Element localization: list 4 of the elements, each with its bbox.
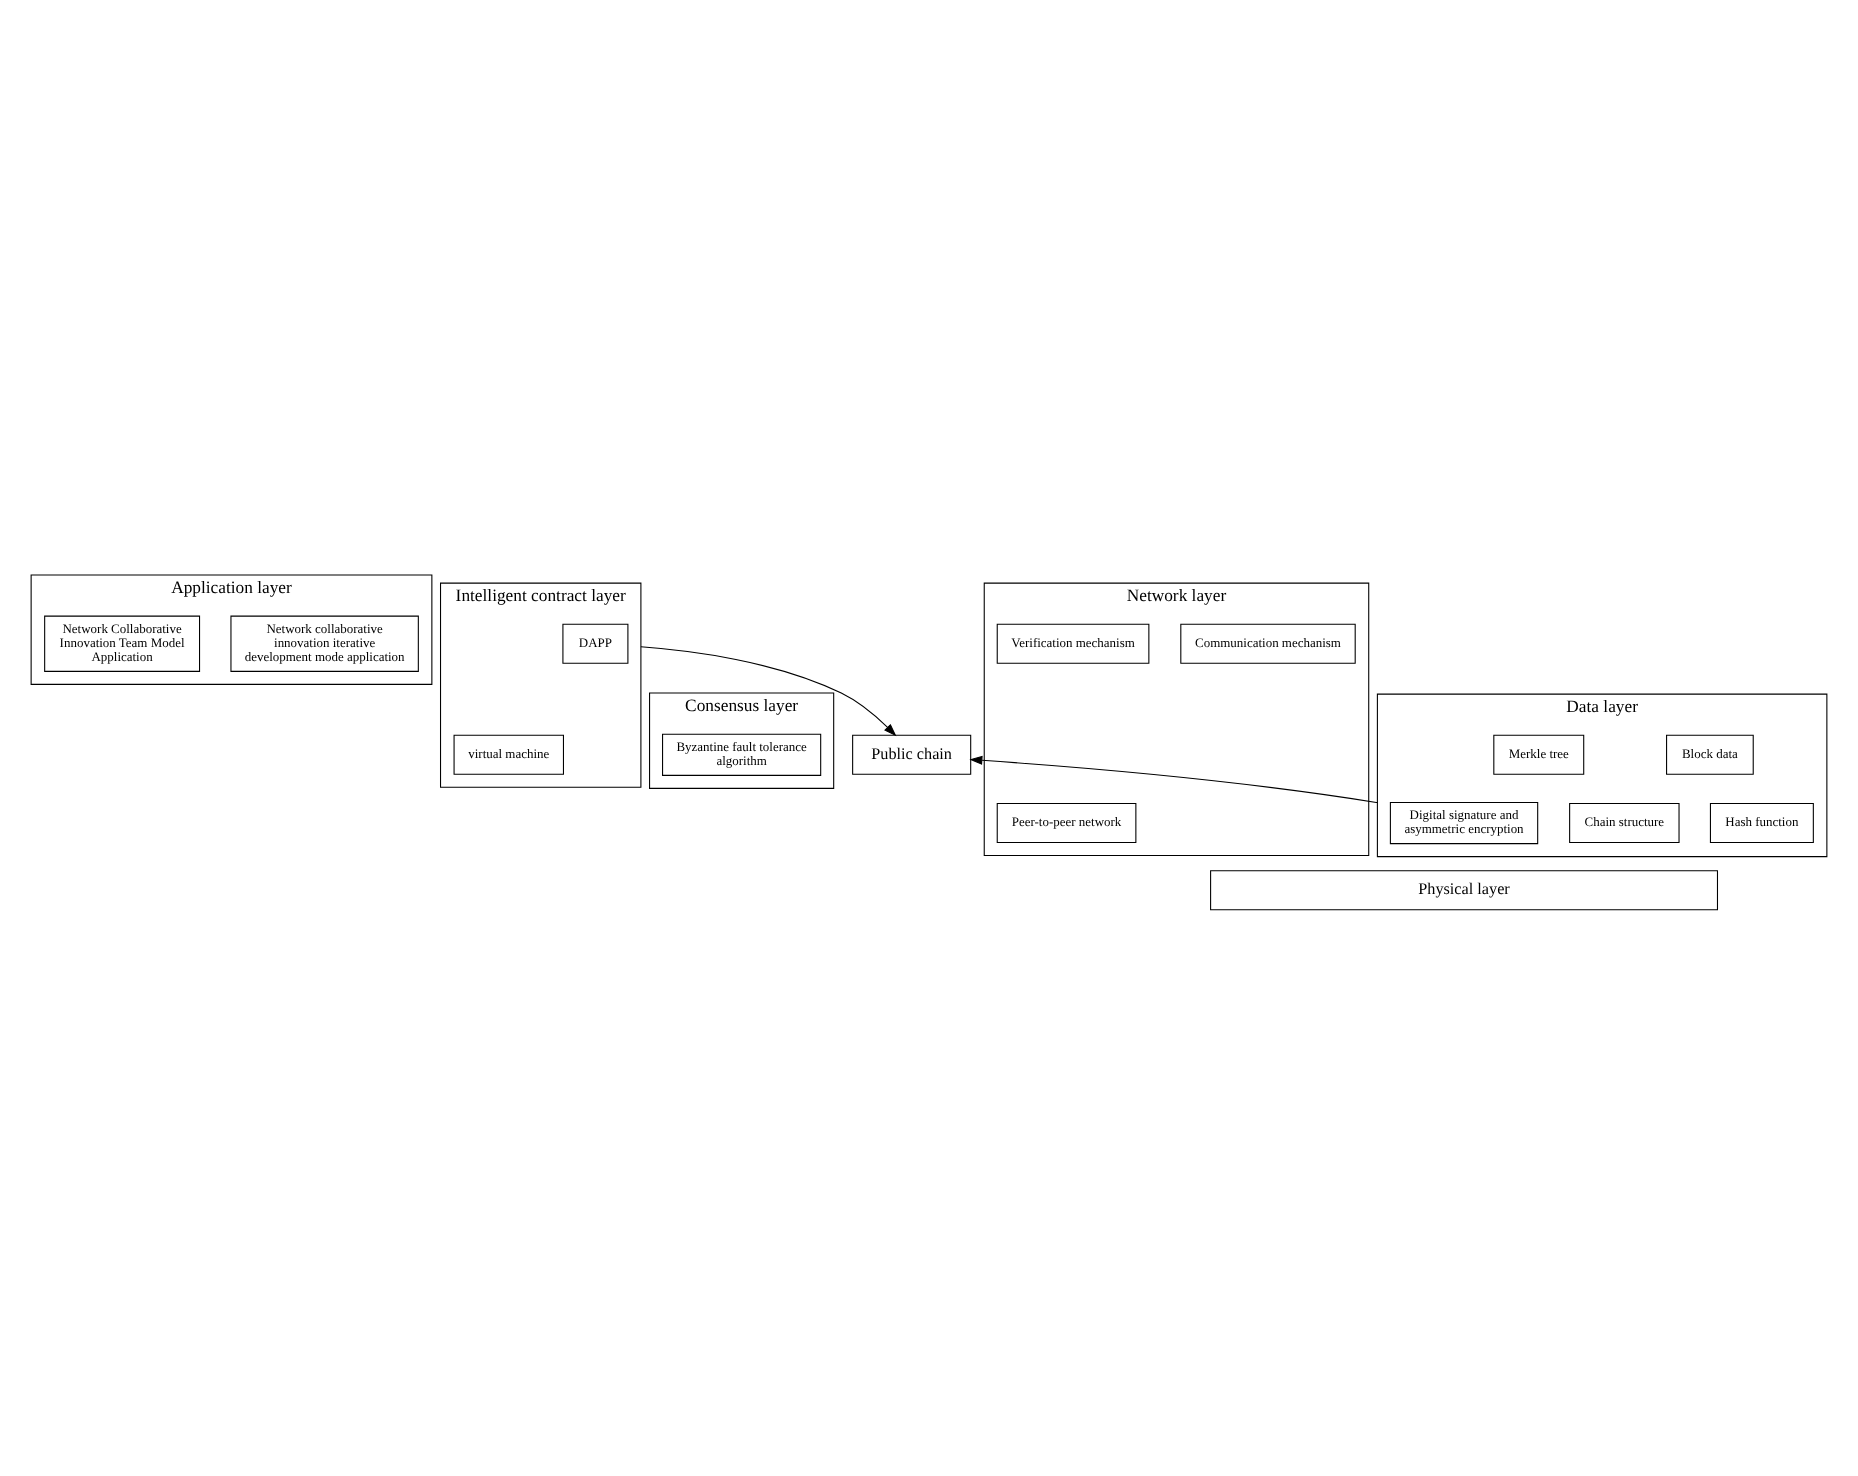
arrow: [969, 755, 1378, 804]
arrow: [640, 646, 897, 737]
node-box: Physical layer: [1210, 870, 1718, 911]
node-box: Public chain: [852, 734, 972, 775]
